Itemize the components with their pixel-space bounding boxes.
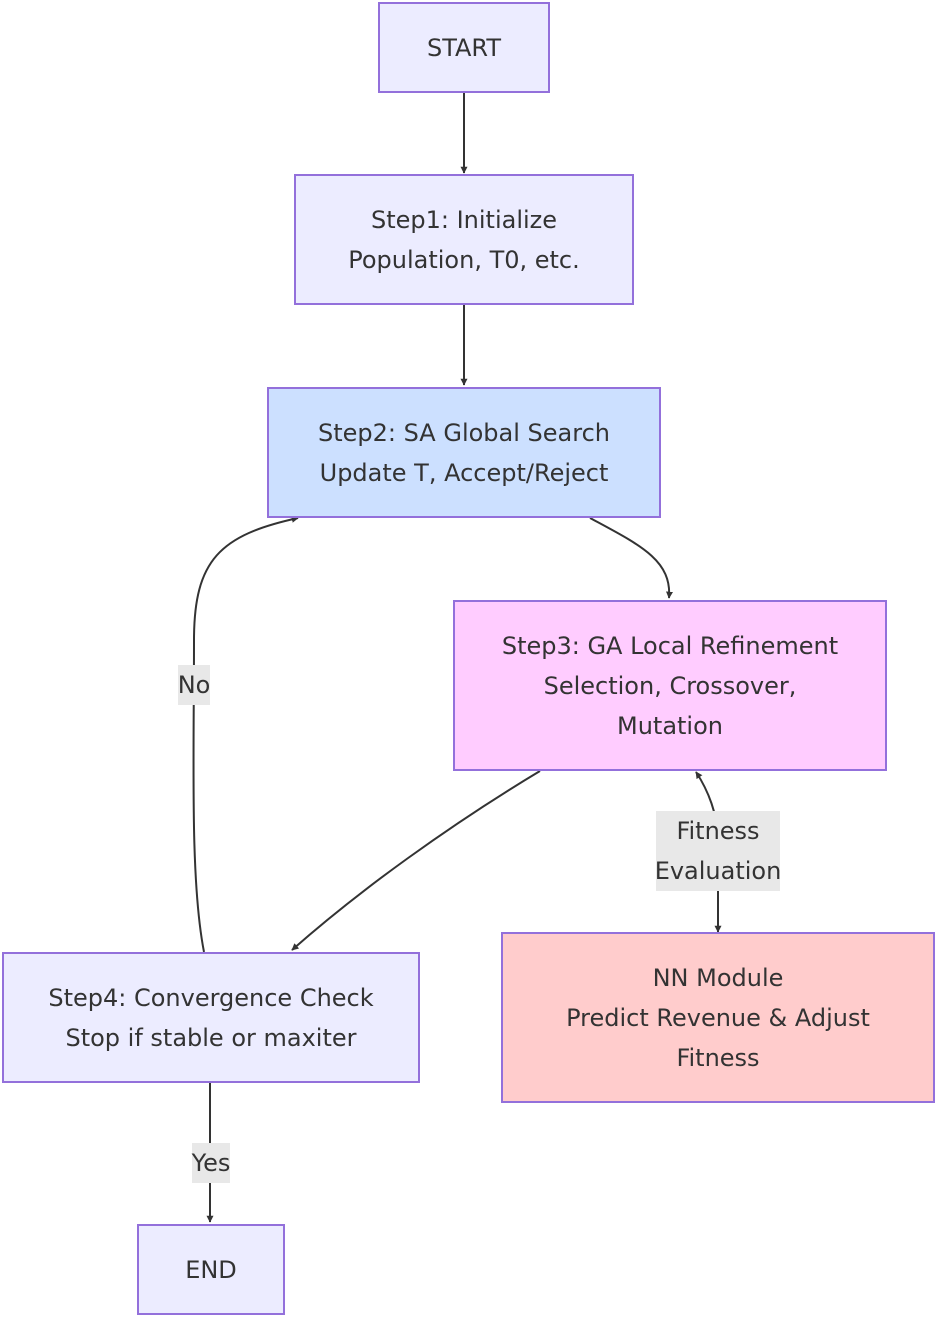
step3-node: Step3: GA Local Refinement Selection, Cr… [453, 600, 887, 771]
step1-line-1: Step1: Initialize [370, 205, 558, 234]
nn-line-1: NN Module [652, 963, 784, 992]
nn-module-node: NN Module Predict Revenue & Adjust Fitne… [501, 932, 935, 1103]
edge-label-fitness-line-2: Evaluation [654, 857, 782, 885]
end-node: END [137, 1224, 285, 1315]
step3-line-1: Step3: GA Local Refinement [501, 631, 839, 660]
step2-line-1: Step2: SA Global Search [318, 418, 610, 447]
end-node-label: END [185, 1255, 237, 1284]
step3-line-2: Selection, Crossover, [543, 671, 797, 700]
step2-node: Step2: SA Global Search Update T, Accept… [267, 387, 661, 518]
edge-step2-step3 [589, 517, 673, 599]
edge-label-yes-text: Yes [191, 1149, 231, 1177]
step2-line-2: Update T, Accept/Reject [319, 458, 609, 487]
start-node-label: START [426, 33, 502, 62]
edge-label-no-text: No [177, 671, 211, 699]
step3-line-3: Mutation [616, 711, 723, 740]
step1-node: Step1: Initialize Population, T0, etc. [294, 174, 634, 305]
edge-step3-step4 [291, 770, 541, 951]
step4-node: Step4: Convergence Check Stop if stable … [2, 952, 420, 1083]
edge-label-fitness-line-1: Fitness [676, 817, 760, 845]
start-node: START [378, 2, 550, 93]
step4-line-1: Step4: Convergence Check [48, 983, 374, 1012]
nn-line-2: Predict Revenue & Adjust [566, 1003, 870, 1032]
edge-label-yes: Yes [192, 1143, 230, 1183]
step1-line-2: Population, T0, etc. [348, 245, 580, 274]
step4-line-2: Stop if stable or maxiter [65, 1023, 357, 1052]
nn-line-3: Fitness [676, 1043, 760, 1072]
edge-label-fitness-evaluation: Fitness Evaluation [654, 811, 782, 891]
edge-step4-step2 [192, 515, 299, 953]
edge-label-no: No [178, 665, 210, 705]
